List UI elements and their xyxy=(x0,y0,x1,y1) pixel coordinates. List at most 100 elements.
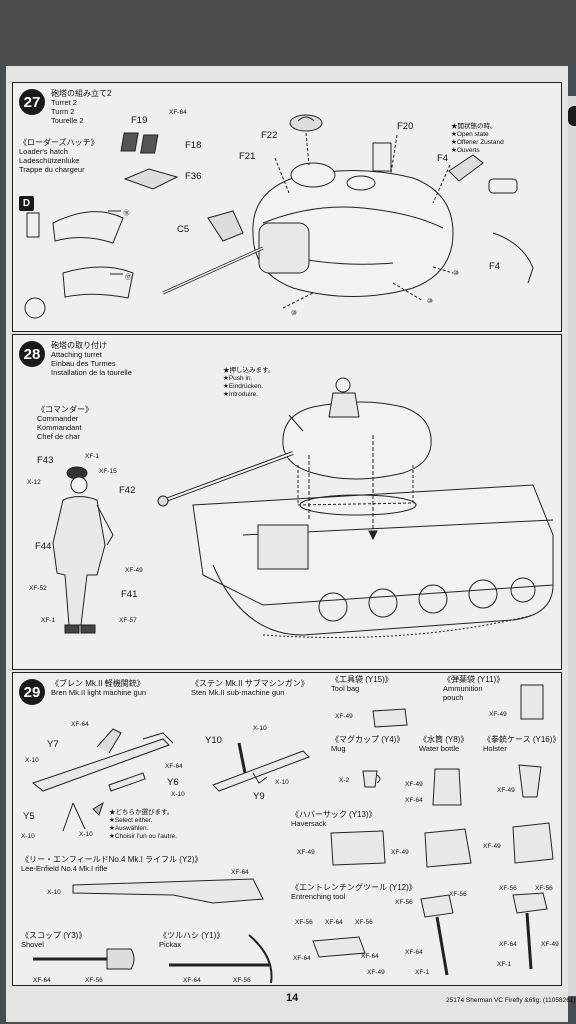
paint: XF-1 xyxy=(415,969,430,976)
part-f20: F20 xyxy=(397,121,414,132)
product-code: 25174 Sherman VC Firefly &6fig. (1105826… xyxy=(446,997,576,1004)
paint: X-10 xyxy=(79,831,93,838)
paint: X-10 xyxy=(47,889,61,896)
paint: XF-56 xyxy=(233,977,251,984)
part-f42: F42 xyxy=(119,485,136,496)
paint: XF-49 xyxy=(367,969,385,976)
paint: XF-52 xyxy=(29,585,47,592)
step-28-panel: 28 砲塔の取り付け Attaching turret Einbau des T… xyxy=(12,334,562,670)
paint: XF-49 xyxy=(489,711,507,718)
part-f4-open: F4 xyxy=(437,153,449,164)
paint: XF-56 xyxy=(449,891,467,898)
paint: XF-64 xyxy=(33,977,51,984)
paint: XF-49 xyxy=(541,941,559,948)
paint: XF-64 xyxy=(231,869,249,876)
step-number: 28 xyxy=(19,341,45,367)
paint: X-12 xyxy=(27,479,41,486)
paint: XF-1 xyxy=(497,961,512,968)
paint: XF-64 xyxy=(361,953,379,960)
water-bottle-caption: 《水筒 (Y8)》 Water bottle xyxy=(419,735,469,753)
step-27-panel: 27 砲塔の組み立て2 Turret 2 Turm 2 Tourelle 2 《… xyxy=(12,82,562,332)
entrenching-tool-caption: 《エントレンチングツール (Y12)》 Entrenching tool xyxy=(291,883,417,901)
accessories-drawing xyxy=(31,684,554,984)
paint: XF-49 xyxy=(483,843,501,850)
paint: XF-56 xyxy=(395,899,413,906)
step-number: 29 xyxy=(19,679,45,705)
paint: X-10 xyxy=(21,833,35,840)
paint: XF-56 xyxy=(85,977,103,984)
paint: X-2 xyxy=(339,777,350,784)
select-either-note: ★どちらか選びます。 ★Select either. ★Auswählen. ★… xyxy=(109,809,177,840)
paint: XF-64 xyxy=(325,919,343,926)
paint: X-10 xyxy=(25,757,39,764)
step-title: 砲塔の取り付け Attaching turret Einbau des Turm… xyxy=(51,341,132,377)
callout-16: ⑯ xyxy=(123,210,130,217)
part-f4: F4 xyxy=(489,261,501,272)
paint: XF-49 xyxy=(497,787,515,794)
paint: XF-64 xyxy=(165,763,183,770)
turret-assembly-drawing xyxy=(24,114,534,319)
bren-caption: 《ブレン Mk.II 軽機関銃》 Bren Mk.II light machin… xyxy=(51,679,147,697)
part-f41: F41 xyxy=(121,589,138,600)
part-f21: F21 xyxy=(239,151,256,162)
paint: XF-1 xyxy=(85,453,100,460)
next-page-edge xyxy=(568,96,576,996)
paint: XF-56 xyxy=(535,885,553,892)
loader-hatch-caption: 《ローダーズハッチ》 Loader's hatch Ladeschützenlu… xyxy=(19,138,99,174)
part-c5: C5 xyxy=(177,224,190,235)
paint: X-10 xyxy=(171,791,185,798)
paint: XF-49 xyxy=(391,849,409,856)
paint: XF-15 xyxy=(99,468,117,475)
part-f22: F22 xyxy=(261,130,278,141)
page-number: 14 xyxy=(286,992,299,1004)
holster-caption: 《拳銃ケース (Y16)》 Holster xyxy=(483,735,561,753)
paint: X-10 xyxy=(253,725,267,732)
part-y10: Y10 xyxy=(205,735,222,746)
step-title: 砲塔の組み立て2 Turret 2 Turm 2 Tourelle 2 xyxy=(51,89,112,125)
callout-10c: ⑩ xyxy=(291,310,297,317)
step-number: 27 xyxy=(19,89,45,115)
paint: XF-64 xyxy=(293,955,311,962)
paint: XF-64 xyxy=(183,977,201,984)
open-state-note: ★開状態の時。 ★Open state ★Offener Zustand ★Ou… xyxy=(451,123,504,154)
paint: XF-64 xyxy=(405,797,423,804)
paint: XF-49 xyxy=(335,713,353,720)
part-y9: Y9 xyxy=(253,791,265,802)
part-f36: F36 xyxy=(185,171,202,182)
paint: XF-49 xyxy=(125,567,143,574)
paint: XF-49 xyxy=(297,849,315,856)
paint: XF-56 xyxy=(355,919,373,926)
pickax-caption: 《ツルハシ (Y1)》 Pickax xyxy=(159,931,225,949)
haversack-caption: 《ハバーサック (Y13)》 Haversack xyxy=(291,810,377,828)
step-29-panel: 29 《ブレン Mk.II 軽機関銃》 Bren Mk.II light mac… xyxy=(12,672,562,986)
commander-caption: 《コマンダー》 Commander Kommandant Chef de cha… xyxy=(37,405,93,441)
paint: X-10 xyxy=(275,779,289,786)
paint: XF-56 xyxy=(295,919,313,926)
tank-turret-drawing xyxy=(52,377,554,638)
shovel-caption: 《スコップ (Y3)》 Shovel xyxy=(21,931,87,949)
part-y7: Y7 xyxy=(47,739,59,750)
paint-xf64: XF-64 xyxy=(169,109,187,116)
part-y6: Y6 xyxy=(167,777,179,788)
part-f18: F18 xyxy=(185,140,202,151)
instruction-page: 27 砲塔の組み立て2 Turret 2 Turm 2 Tourelle 2 《… xyxy=(6,66,576,1022)
part-f19: F19 xyxy=(131,115,148,126)
paint: XF-49 xyxy=(405,781,423,788)
paint: XF-64 xyxy=(71,721,89,728)
callout-17: ⑰ xyxy=(125,274,132,281)
paint: XF-56 xyxy=(499,885,517,892)
push-in-note: ★押し込みます。 ★Push in. ★Eindrücken. ★Introdu… xyxy=(223,367,275,398)
callout-10a: ⑩ xyxy=(453,270,459,277)
part-f44: F44 xyxy=(35,541,52,552)
paint: XF-64 xyxy=(499,941,517,948)
mug-caption: 《マグカップ (Y4)》 Mug xyxy=(331,735,405,753)
ammo-pouch-caption: 《弾薬袋 (Y11)》 Ammunition pouch xyxy=(443,675,505,702)
d-mark: D xyxy=(19,196,34,211)
paint: XF-64 xyxy=(405,949,423,956)
paint: XF-1 xyxy=(41,617,56,624)
rifle-caption: 《リー・エンフィールドNo.4 Mk.I ライフル (Y2)》 Lee-Enfi… xyxy=(21,855,203,873)
part-y5: Y5 xyxy=(23,811,35,822)
toolbag-caption: 《工具袋 (Y15)》 Tool bag xyxy=(331,675,393,693)
sten-caption: 《ステン Mk.II サブマシンガン》 Sten Mk.II sub-machi… xyxy=(191,679,309,697)
paint: XF-57 xyxy=(119,617,137,624)
